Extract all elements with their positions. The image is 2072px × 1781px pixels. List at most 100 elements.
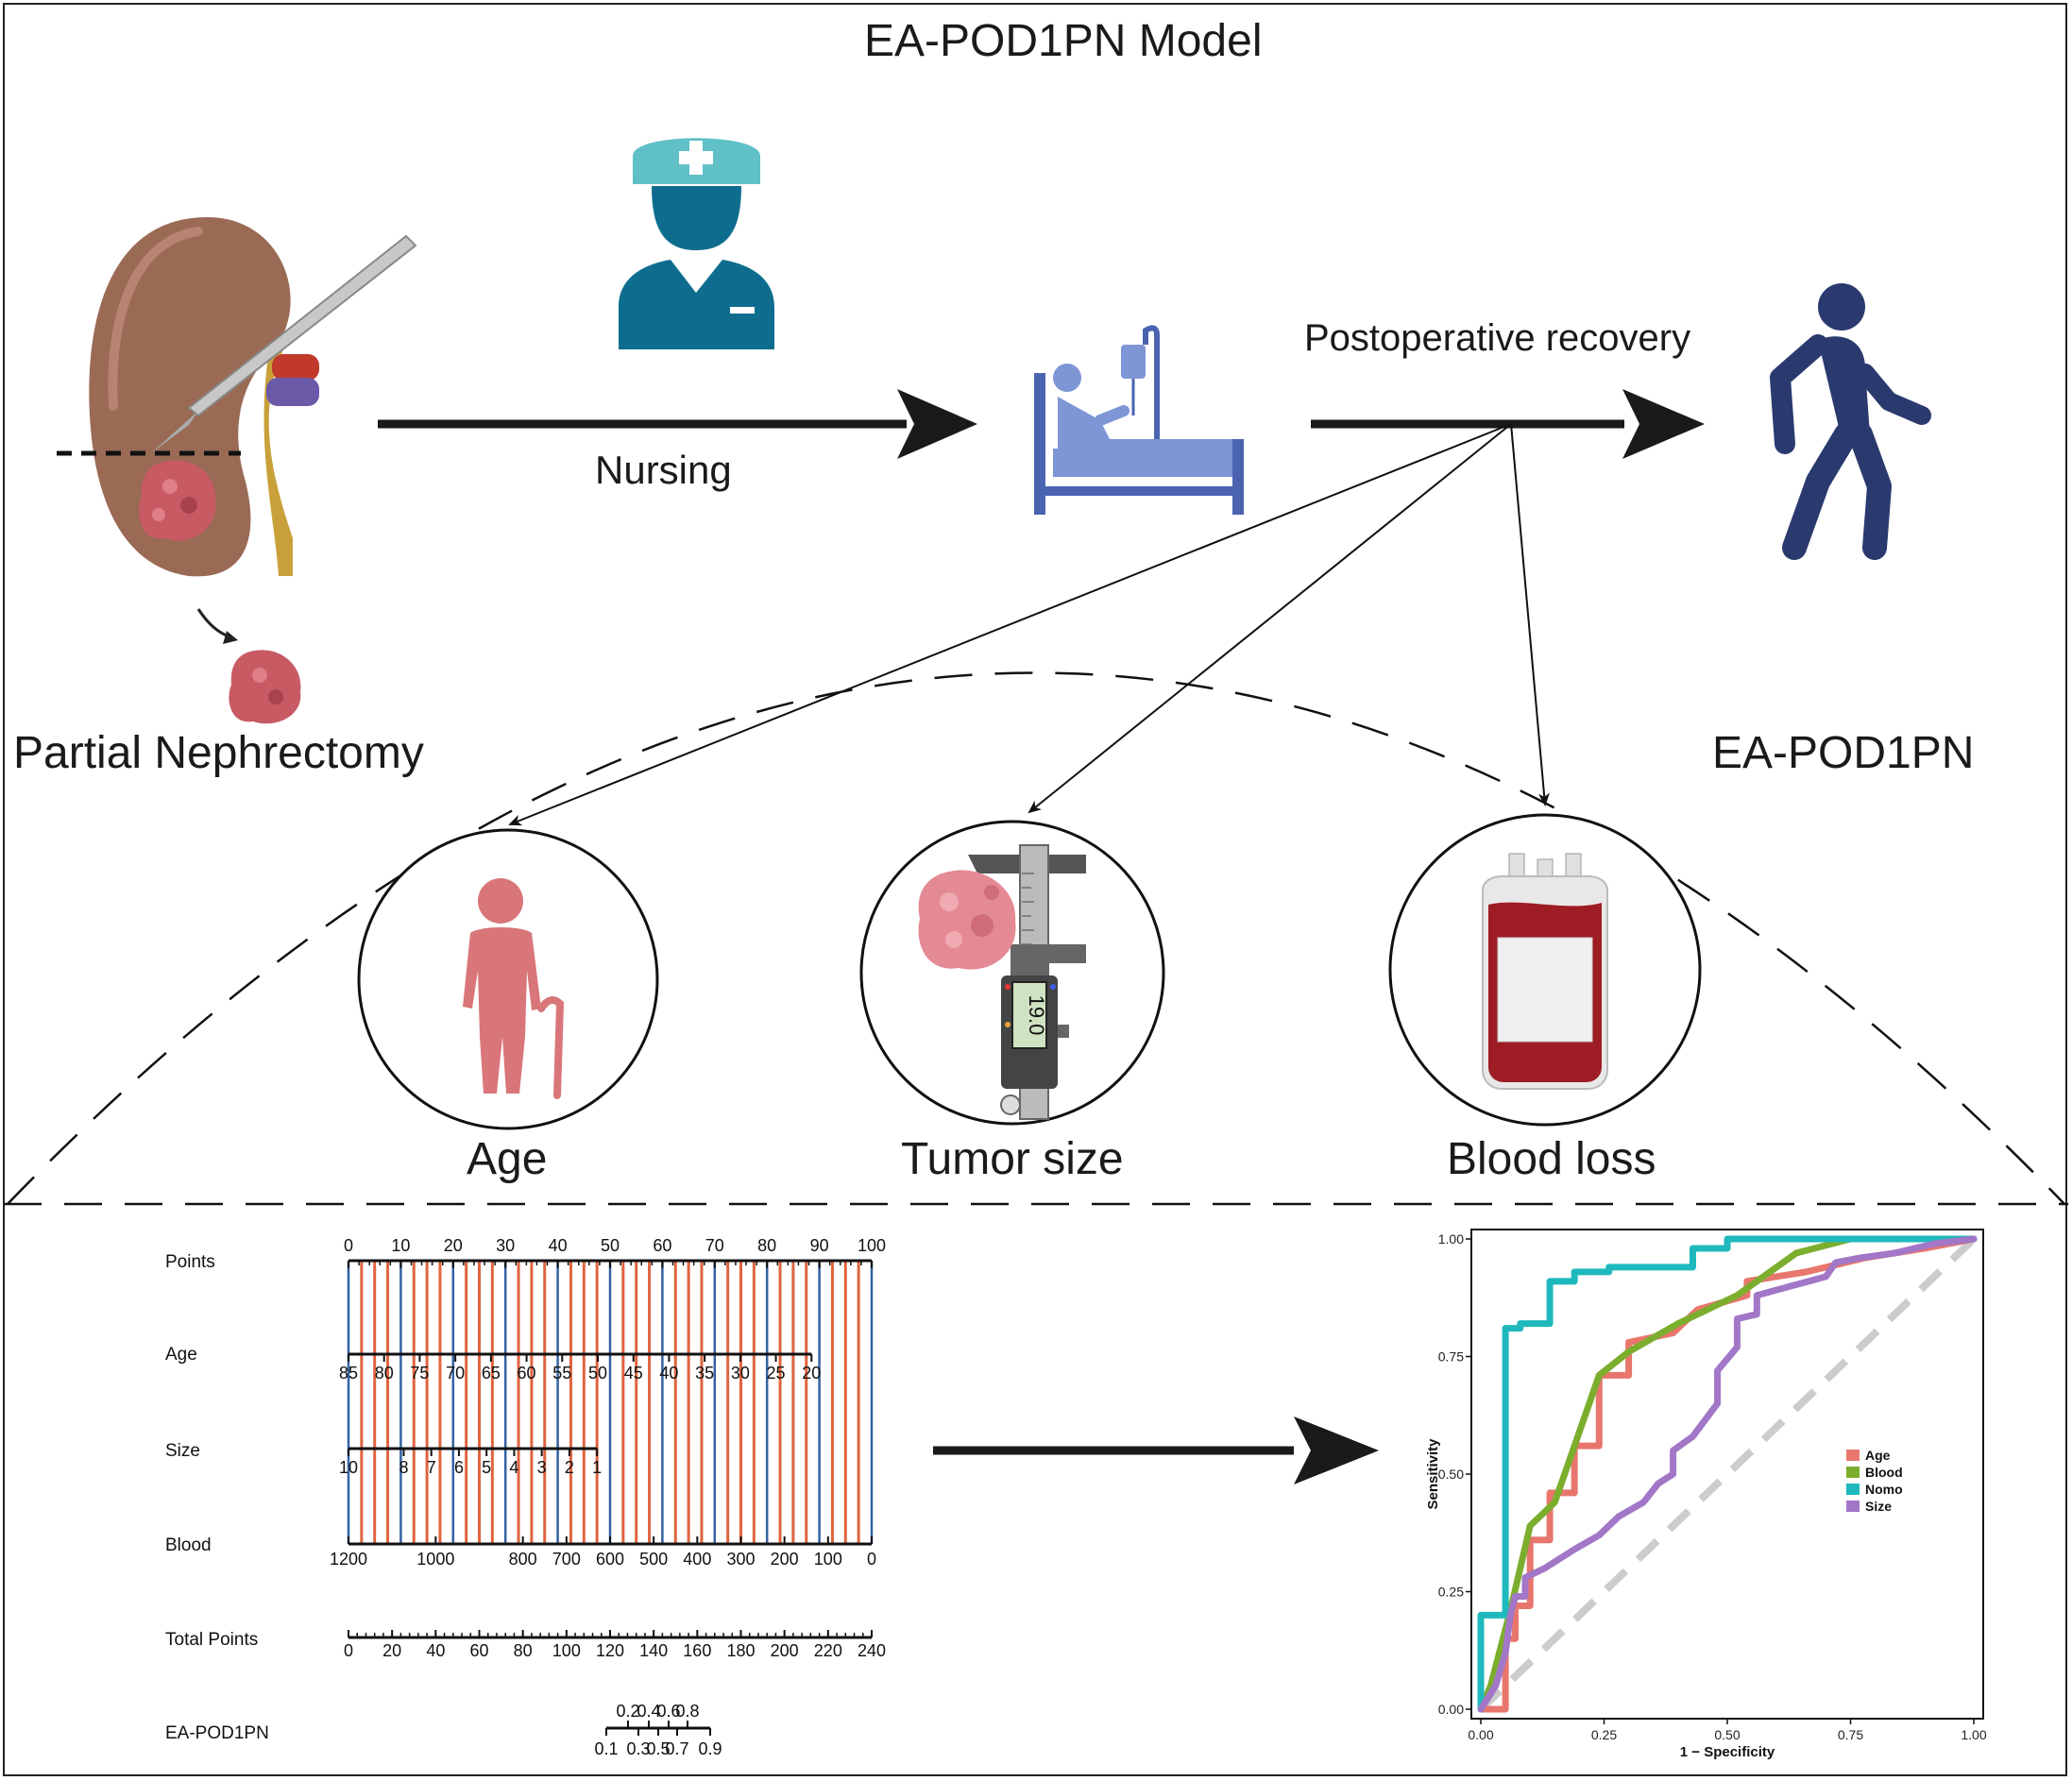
blood-tick-label: 700 [552, 1550, 581, 1569]
branch-arrow-age [508, 423, 1512, 826]
total-points-tick-label: 160 [683, 1641, 711, 1660]
roc-y-tick-label: 0.25 [1438, 1585, 1464, 1600]
blood-tick-label: 500 [639, 1550, 668, 1569]
arrow-recovery [1311, 389, 1705, 459]
blood-tick-label: 600 [596, 1550, 624, 1569]
age-tick-label: 60 [518, 1364, 536, 1382]
roc-series-size [1477, 1235, 1978, 1713]
age-tick-label: 55 [552, 1364, 571, 1382]
roc-series-nomo [1477, 1235, 1978, 1713]
total-points-tick-label: 0 [344, 1641, 353, 1660]
points-tick-label: 100 [858, 1236, 886, 1255]
probability-tick-label: 0.4 [637, 1702, 660, 1721]
probability-tick-label: 0.1 [594, 1739, 618, 1758]
figure-title: EA-POD1PN Model [864, 16, 1263, 66]
caliper-icon: 19.0 [918, 844, 1086, 1120]
roc-legend-swatch-blood [1846, 1467, 1860, 1478]
blood-tick-label: 300 [726, 1550, 755, 1569]
size-tick-label: 5 [482, 1458, 491, 1477]
label-ea-pod1pn: EA-POD1PN [1712, 728, 1975, 778]
nomogram-label-blood: Blood [165, 1535, 212, 1555]
age-tick-label: 80 [375, 1364, 394, 1382]
size-tick-label: 3 [537, 1458, 547, 1477]
blood-tick-label: 400 [683, 1550, 711, 1569]
label-nursing: Nursing [595, 448, 732, 492]
age-tick-label: 45 [624, 1364, 643, 1382]
blood-tick-label: 0 [867, 1550, 876, 1569]
size-tick-label: 2 [565, 1458, 574, 1477]
arrow-nursing [378, 389, 977, 459]
roc-y-axis-label: Sensitivity [1425, 1438, 1441, 1510]
size-tick-label: 8 [399, 1458, 408, 1477]
total-points-tick-label: 40 [426, 1641, 445, 1660]
age-tick-label: 70 [446, 1364, 465, 1382]
nomogram-label-age: Age [165, 1345, 197, 1365]
age-tick-label: 85 [339, 1364, 358, 1382]
factor-label-blood-loss: Blood loss [1447, 1134, 1656, 1184]
total-points-tick-label: 240 [858, 1641, 886, 1660]
points-tick-label: 0 [344, 1236, 353, 1255]
size-tick-label: 1 [592, 1458, 602, 1477]
age-tick-label: 75 [410, 1364, 429, 1382]
points-tick-label: 80 [757, 1236, 776, 1255]
branch-arrow-blood-loss [1510, 423, 1550, 806]
points-tick-label: 30 [496, 1236, 515, 1255]
points-tick-label: 60 [653, 1236, 671, 1255]
roc-x-tick-label: 0.75 [1838, 1727, 1863, 1742]
points-tick-label: 70 [705, 1236, 724, 1255]
roc-y-tick-label: 0.50 [1438, 1467, 1464, 1482]
nomogram-label-ea-pod1pn: EA-POD1PN [165, 1723, 269, 1743]
probability-tick-label: 0.9 [698, 1739, 722, 1758]
age-tick-label: 40 [659, 1364, 678, 1382]
nomogram-label-points: Points [165, 1252, 215, 1272]
total-points-tick-label: 80 [514, 1641, 533, 1660]
points-tick-label: 20 [444, 1236, 463, 1255]
probability-tick-label: 0.3 [626, 1739, 650, 1758]
roc-legend-swatch-nomo [1846, 1484, 1860, 1495]
hospital-bed-icon [1034, 325, 1244, 515]
total-points-tick-label: 200 [771, 1641, 799, 1660]
roc-x-tick-label: 0.25 [1591, 1727, 1617, 1742]
nurse-icon [619, 138, 774, 349]
blood-tick-label: 100 [814, 1550, 842, 1569]
branch-arrow-tumor-size [1028, 423, 1512, 814]
total-points-tick-label: 140 [639, 1641, 668, 1660]
size-tick-label: 6 [454, 1458, 464, 1477]
roc-legend-swatch-size [1846, 1501, 1860, 1512]
roc-y-tick-label: 0.75 [1438, 1349, 1464, 1365]
walking-person-icon [1770, 283, 1931, 560]
age-tick-label: 50 [588, 1364, 607, 1382]
total-points-tick-label: 100 [552, 1641, 581, 1660]
roc-reference-line [1478, 1236, 1977, 1712]
total-points-tick-label: 120 [596, 1641, 624, 1660]
roc-legend-label-blood: Blood [1865, 1465, 1903, 1480]
points-tick-label: 10 [391, 1236, 410, 1255]
figure-border [3, 3, 2067, 1776]
arrow-to-roc [933, 1416, 1379, 1484]
total-points-tick-label: 20 [382, 1641, 401, 1660]
roc-legend-label-size: Size [1865, 1499, 1892, 1514]
roc-x-tick-label: 1.00 [1961, 1727, 1986, 1742]
roc-legend-swatch-age [1846, 1450, 1860, 1461]
label-postoperative-recovery: Postoperative recovery [1304, 317, 1691, 359]
age-tick-label: 25 [767, 1364, 786, 1382]
roc-x-axis-label: 1 − Specificity [1680, 1744, 1775, 1760]
roc-legend-label-nomo: Nomo [1865, 1482, 1903, 1497]
probability-tick-label: 0.5 [646, 1739, 670, 1758]
roc-y-tick-label: 1.00 [1438, 1231, 1464, 1247]
points-tick-label: 90 [810, 1236, 829, 1255]
blood-bag-icon [1482, 853, 1608, 1090]
size-tick-label: 7 [427, 1458, 436, 1477]
dashed-arc [7, 671, 2065, 1205]
blood-tick-label: 1200 [330, 1550, 367, 1569]
total-points-tick-label: 220 [814, 1641, 842, 1660]
age-tick-label: 30 [731, 1364, 750, 1382]
nomogram-label-size: Size [165, 1441, 200, 1461]
roc-y-tick-label: 0.00 [1438, 1702, 1464, 1717]
nomogram-label-total-points: Total Points [165, 1630, 259, 1650]
roc-x-tick-label: 0.00 [1468, 1727, 1493, 1742]
blood-tick-label: 200 [771, 1550, 799, 1569]
age-tick-label: 65 [482, 1364, 501, 1382]
blood-tick-label: 800 [509, 1550, 537, 1569]
